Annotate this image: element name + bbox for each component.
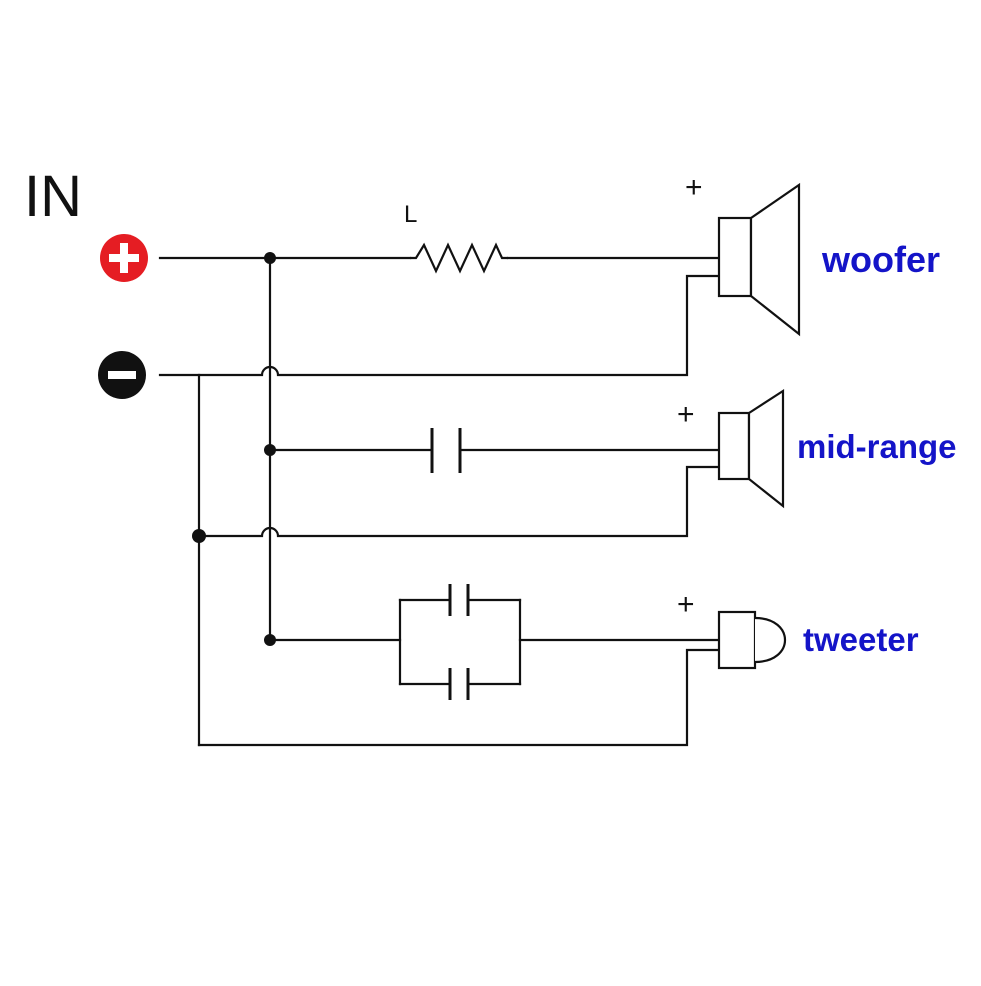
midrange-label: mid-range: [797, 428, 957, 465]
tweeter-negative-wire: [197, 648, 722, 747]
junction-dot: [264, 444, 276, 456]
woofer-polarity-label: +: [685, 171, 703, 204]
tweeter-speaker-icon: [717, 610, 787, 670]
tweeter-capacitor-bottom-icon: [448, 668, 470, 700]
midrange-speaker-icon: [717, 388, 785, 509]
junction-dot: [264, 252, 276, 264]
negative-terminal-icon: [98, 351, 146, 399]
negative-input-wire: [158, 274, 722, 377]
tweeter-capacitor-top-icon: [448, 584, 470, 616]
woofer-speaker-icon: [717, 182, 801, 337]
inductor-label: L: [404, 201, 417, 228]
midrange-negative-wire: [197, 465, 722, 538]
input-label: IN: [24, 164, 82, 229]
positive-terminal-icon: [100, 234, 148, 282]
tweeter-polarity-label: +: [677, 588, 695, 621]
woofer-label: woofer: [821, 239, 940, 280]
inductor-icon: [410, 242, 508, 274]
junction-dot: [192, 529, 206, 543]
midrange-polarity-label: +: [677, 398, 695, 431]
junction-dot: [264, 634, 276, 646]
tweeter-label: tweeter: [803, 621, 919, 658]
midrange-capacitor-icon: [430, 428, 462, 473]
